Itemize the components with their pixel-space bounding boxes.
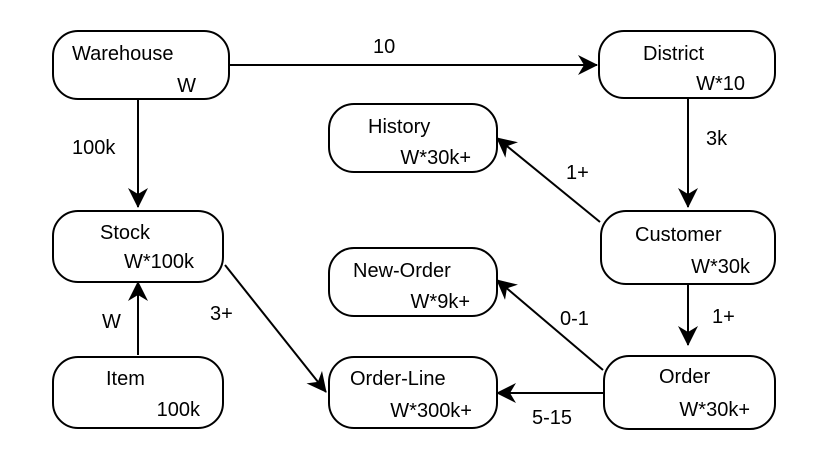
node-history-cardinality: W*30k+ xyxy=(400,147,471,169)
edge-customer-history xyxy=(496,137,601,223)
node-new-order-name: New-Order xyxy=(353,260,451,282)
edge-label-customer-order: 1+ xyxy=(712,306,735,328)
edge-label-stock-orderline: 3+ xyxy=(210,303,233,325)
node-order-line-cardinality: W*300k+ xyxy=(390,400,472,422)
node-new-order-cardinality: W*9k+ xyxy=(410,291,470,313)
node-customer-name: Customer xyxy=(635,224,722,246)
node-warehouse: Warehouse W xyxy=(52,30,230,100)
node-item-cardinality: 100k xyxy=(156,399,200,421)
edge-stock-orderline xyxy=(224,264,327,393)
edge-label-warehouse-stock: 100k xyxy=(72,137,116,159)
edge-label-order-orderline: 5-15 xyxy=(532,407,573,429)
edge-label-district-customer: 3k xyxy=(706,128,728,150)
node-stock-cardinality: W*100k xyxy=(123,251,194,273)
edge-label-customer-history: 1+ xyxy=(566,162,589,184)
node-item-name: Item xyxy=(106,368,145,390)
node-district-name: District xyxy=(643,43,705,65)
edge-label-warehouse-district: 10 xyxy=(373,36,396,58)
node-history: History W*30k+ xyxy=(328,103,498,173)
node-item: Item 100k xyxy=(52,356,224,429)
node-order: Order W*30k+ xyxy=(603,355,776,430)
node-stock-name: Stock xyxy=(100,222,151,244)
edge-label-order-neworder: 0-1 xyxy=(560,308,589,330)
node-stock: Stock W*100k xyxy=(52,210,224,283)
edge-label-item-stock: W xyxy=(102,311,121,333)
node-order-name: Order xyxy=(659,366,711,388)
node-new-order: New-Order W*9k+ xyxy=(328,247,498,317)
node-warehouse-name: Warehouse xyxy=(72,43,174,65)
node-customer: Customer W*30k xyxy=(600,210,776,285)
node-district-cardinality: W*10 xyxy=(696,73,745,95)
node-history-name: History xyxy=(368,116,431,138)
node-warehouse-cardinality: W xyxy=(177,75,196,97)
node-customer-cardinality: W*30k xyxy=(691,256,750,278)
node-district: District W*10 xyxy=(598,30,776,99)
node-order-line-name: Order-Line xyxy=(350,368,446,390)
node-order-line: Order-Line W*300k+ xyxy=(328,356,498,429)
edge-order-neworder xyxy=(496,279,604,371)
node-order-cardinality: W*30k+ xyxy=(679,399,750,421)
